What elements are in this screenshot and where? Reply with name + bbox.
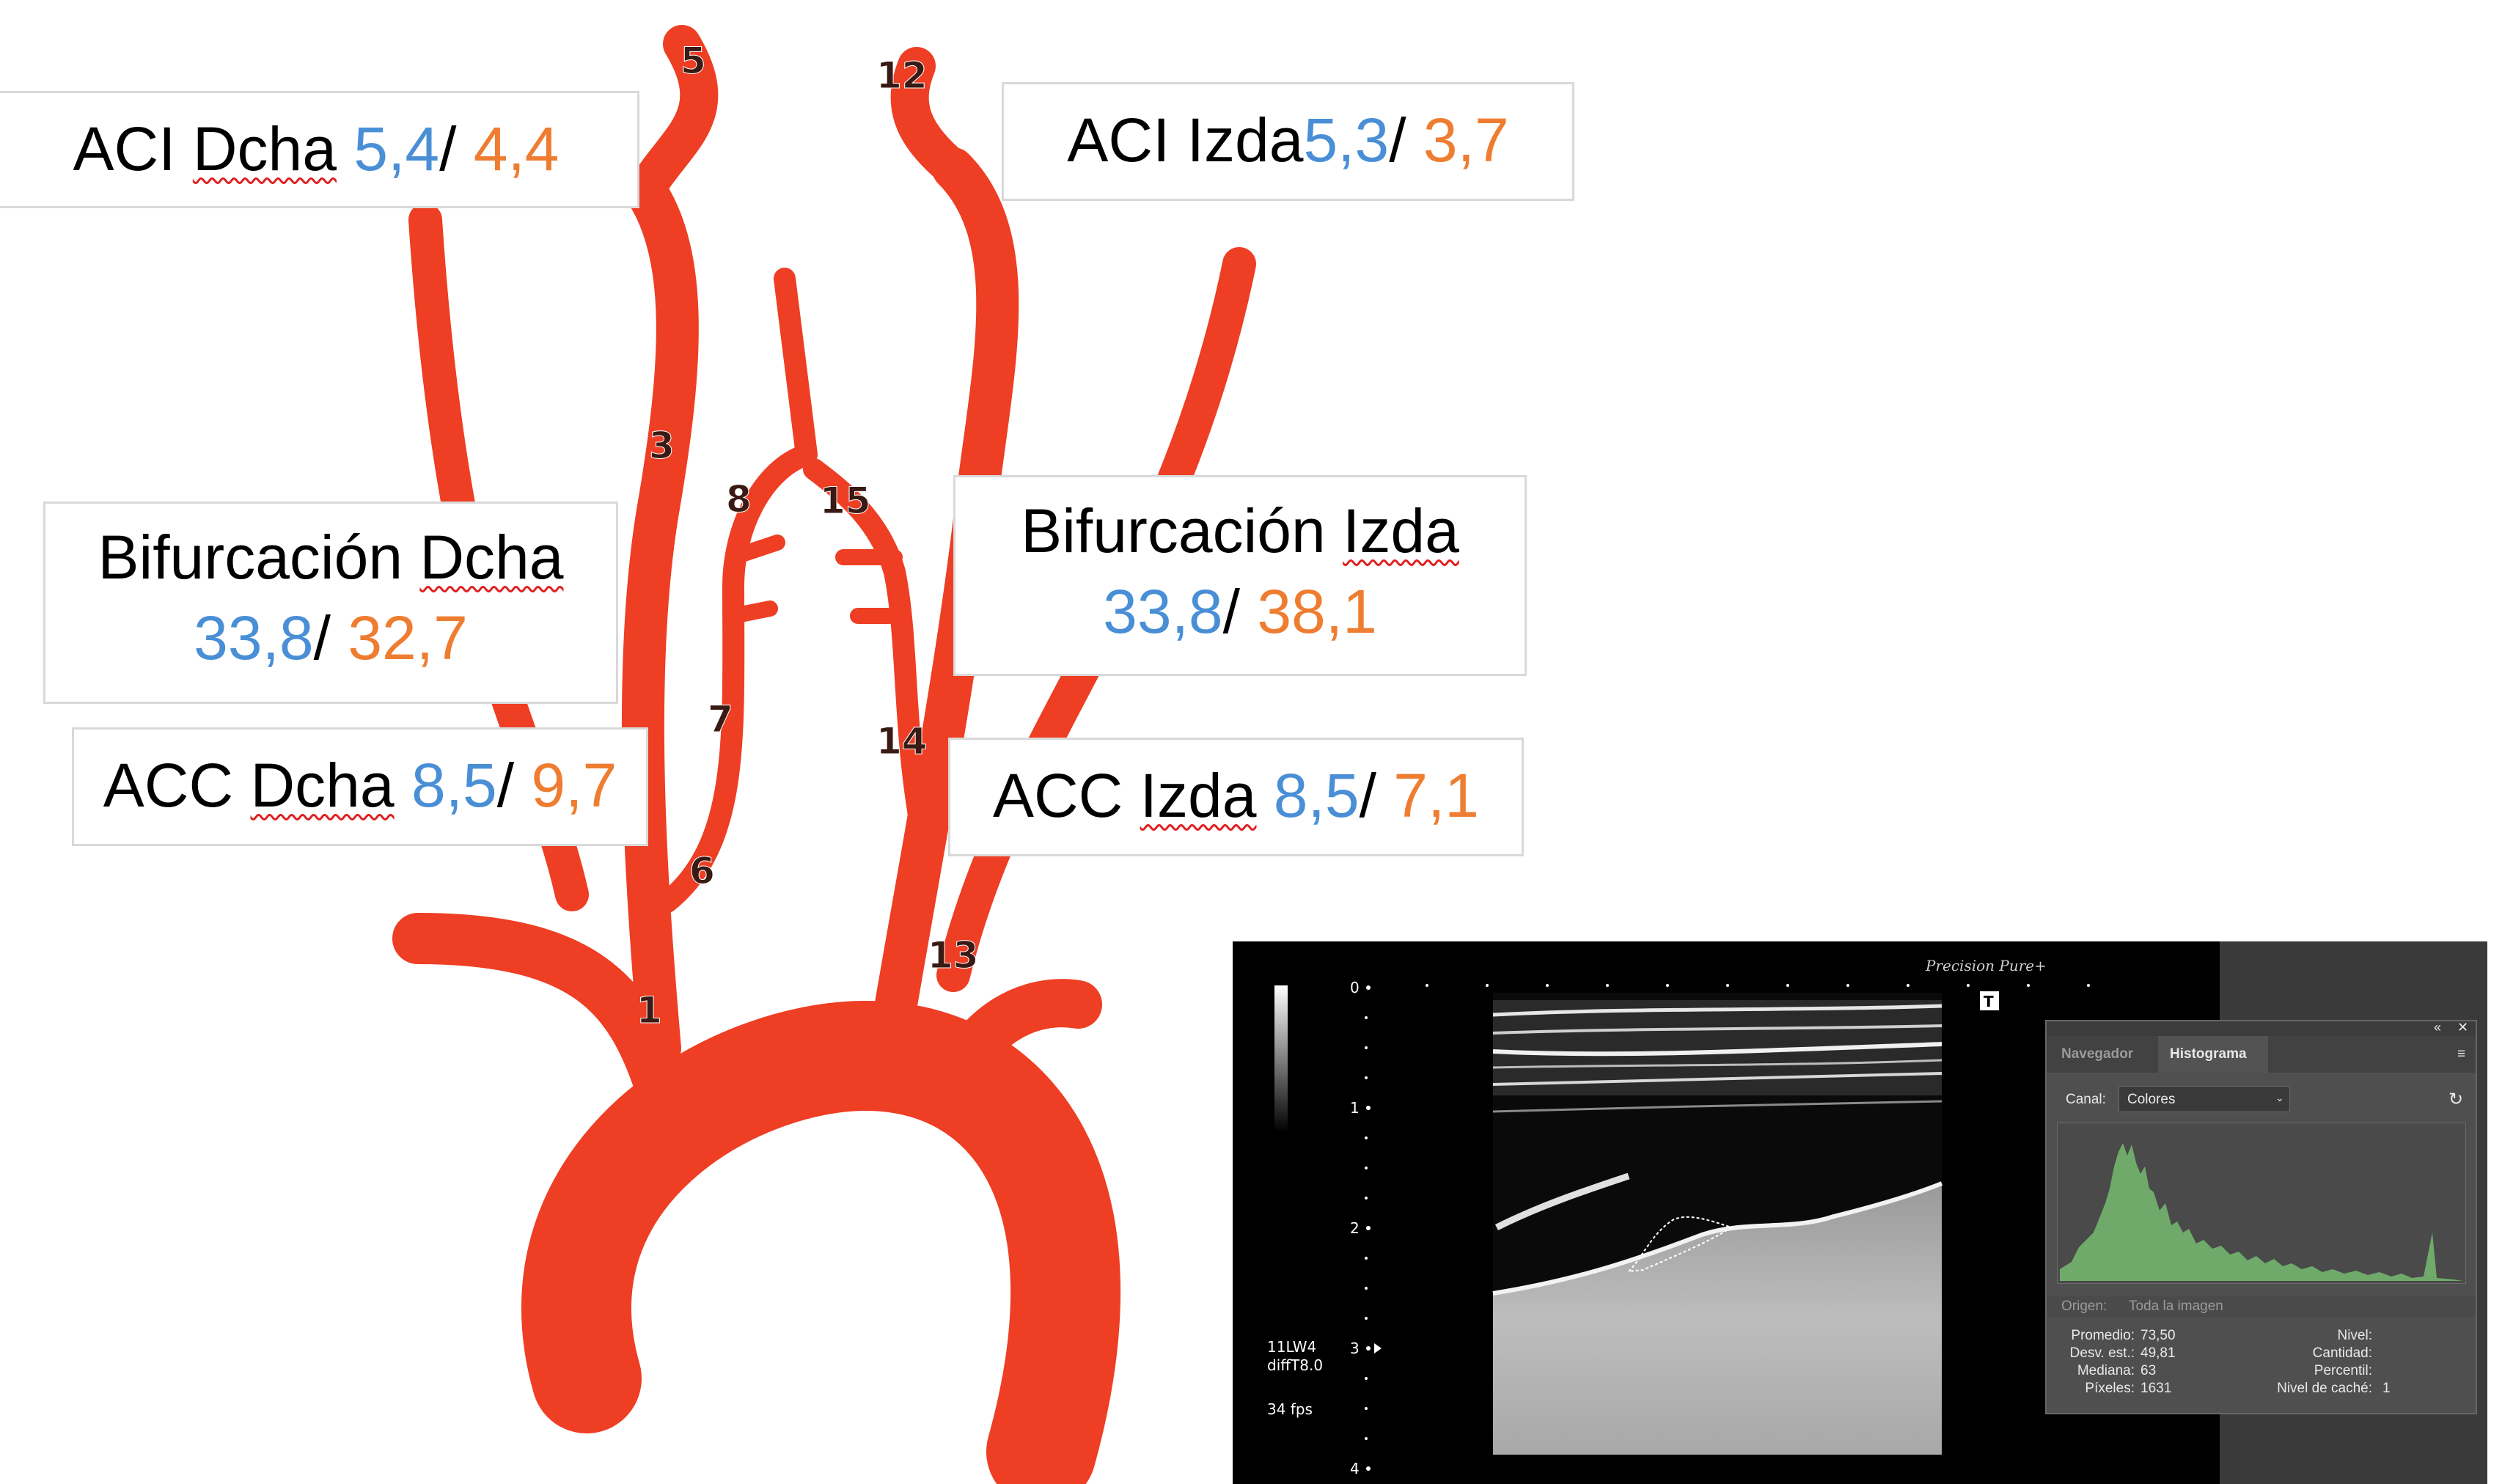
segment-number: 15 — [820, 480, 871, 522]
stat-label: Píxeles: — [2061, 1381, 2135, 1397]
probe-text: 11LW4 — [1267, 1338, 1316, 1356]
right-subclavian-artery — [418, 938, 660, 1085]
right-common-carotid-artery — [643, 191, 678, 1048]
channel-select-value: Colores — [2127, 1092, 2175, 1108]
histogram-graph — [2057, 1123, 2466, 1284]
label-acc-dcha: ACC Dcha 8,5/ 9,7 — [72, 727, 648, 846]
stat-value: 63 — [2140, 1363, 2156, 1379]
stat-label: Cantidad: — [2245, 1345, 2372, 1362]
tab-navegador[interactable]: Navegador — [2061, 1046, 2133, 1062]
label-aci-izda: ACI Izda5,3/ 3,7 — [1002, 82, 1574, 201]
menu-icon[interactable]: ≡ — [2457, 1046, 2465, 1062]
grayscale-bar — [1274, 985, 1288, 1132]
stat-label: Promedio: — [2061, 1328, 2135, 1344]
label-acc-izda: ACC Izda 8,5/ 7,1 — [948, 738, 1524, 856]
panel-topbar — [2047, 1021, 2476, 1036]
depth-mark: 2 — [1350, 1219, 1360, 1237]
label-bifurcacion-dcha: Bifurcación Dcha 33,8/ 32,7 — [43, 502, 618, 704]
collapse-icon[interactable]: « — [2434, 1020, 2441, 1035]
b-mode-image — [1493, 993, 1942, 1455]
segment-number: 1 — [636, 989, 662, 1032]
fps-text: 34 fps — [1267, 1400, 1313, 1418]
segment-number: 7 — [708, 698, 733, 741]
segment-number: 5 — [680, 40, 706, 82]
tab-histograma-label: Histograma — [2170, 1046, 2247, 1062]
source-row — [2047, 1296, 2476, 1317]
stat-label: Percentil: — [2245, 1363, 2372, 1379]
stat-label: Nivel de caché: — [2245, 1381, 2372, 1397]
stat-value: 1631 — [2140, 1381, 2171, 1397]
depth-mark: 4 — [1350, 1460, 1360, 1477]
channel-label: Canal: — [2066, 1092, 2106, 1108]
segment-number: 8 — [726, 478, 752, 521]
stat-label: Nivel: — [2245, 1328, 2372, 1344]
histogram-panel: « ✕ Navegador Histograma ≡ Canal: Colore… — [2045, 1020, 2477, 1414]
stat-value: 49,81 — [2140, 1345, 2176, 1362]
segment-number: 14 — [876, 720, 928, 763]
preset-text: diffT8.0 — [1267, 1356, 1323, 1374]
segment-number: 3 — [649, 425, 675, 467]
brand-text: Precision Pure+ — [1925, 957, 2047, 974]
close-icon[interactable]: ✕ — [2457, 1020, 2468, 1035]
stat-label: Mediana: — [2061, 1363, 2135, 1379]
label-bifurcacion-izda: Bifurcación Izda 33,8/ 38,1 — [953, 475, 1527, 676]
stat-label: Desv. est.: — [2061, 1345, 2135, 1362]
depth-mark: 0 — [1350, 979, 1360, 996]
depth-mark: 3 — [1350, 1340, 1360, 1357]
segment-number: 6 — [689, 850, 715, 892]
stat-value: 1 — [2382, 1381, 2391, 1397]
chevron-down-icon: ⌄ — [2275, 1092, 2284, 1104]
source-value: Toda la imagen — [2129, 1298, 2223, 1315]
segment-number: 12 — [876, 54, 928, 97]
depth-mark: 1 — [1350, 1099, 1360, 1117]
segment-number: 13 — [928, 934, 979, 977]
refresh-icon[interactable]: ↻ — [2448, 1089, 2463, 1110]
stat-value: 73,50 — [2140, 1328, 2176, 1344]
label-aci-dcha: ACI Dcha 5,4/ 4,4 — [0, 91, 639, 208]
t-marker: T — [1984, 993, 1994, 1010]
source-label: Origen: — [2061, 1298, 2107, 1315]
left-external-carotid-artery — [814, 469, 924, 843]
aortic-arch — [576, 1056, 1065, 1452]
